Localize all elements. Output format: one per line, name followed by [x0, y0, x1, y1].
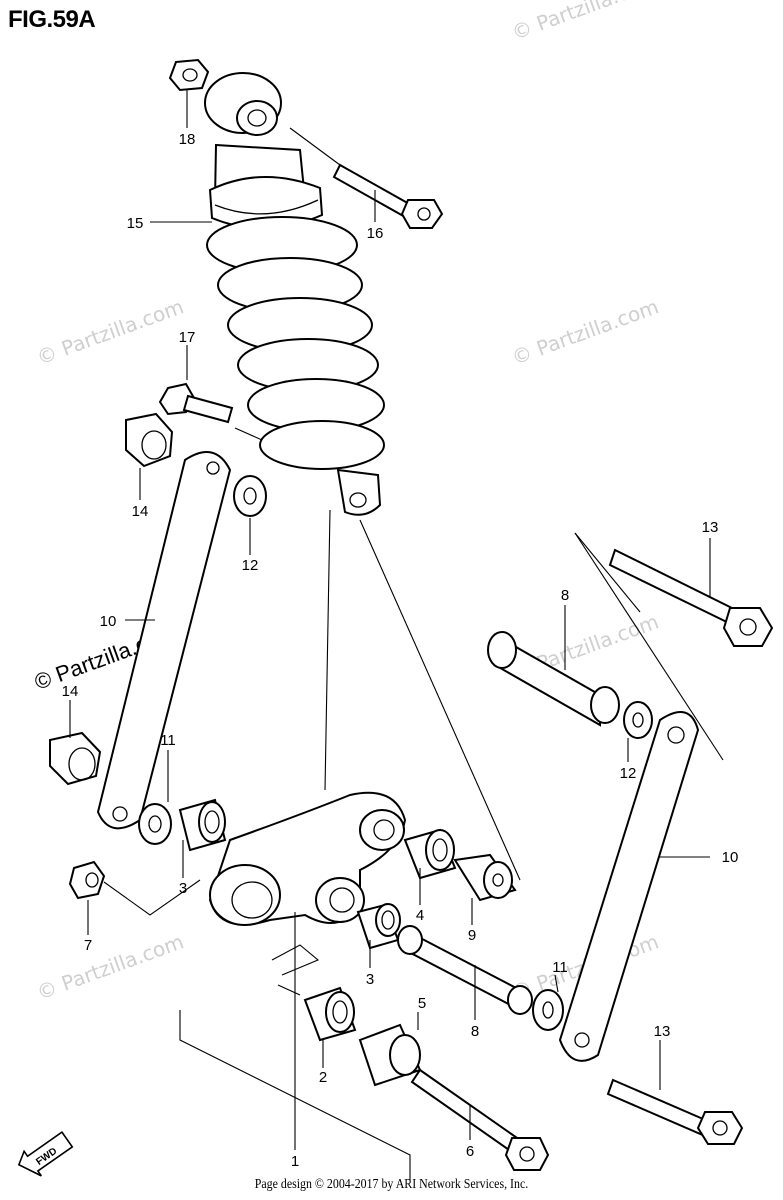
- callout-12-right[interactable]: 12: [620, 765, 637, 782]
- watermark: © Partzilla.com: [509, 294, 662, 369]
- nut-14-lower[interactable]: [49, 731, 102, 786]
- callout-13-upper[interactable]: 13: [702, 519, 719, 536]
- pipe-8-lower[interactable]: [397, 925, 533, 1015]
- bolt-6[interactable]: [410, 1068, 550, 1171]
- callout-18[interactable]: 18: [179, 131, 196, 148]
- callout-11-right[interactable]: 11: [552, 959, 568, 976]
- bolt-13-upper[interactable]: [608, 548, 774, 647]
- callout-1[interactable]: 1: [291, 1153, 299, 1170]
- watermark: © Partzilla.com: [509, 0, 662, 45]
- callout-8-lower[interactable]: 8: [471, 1023, 479, 1040]
- nut-14-upper[interactable]: [125, 412, 174, 468]
- bearing-4[interactable]: [403, 828, 457, 880]
- watermark: © Partzilla.com: [34, 929, 187, 1004]
- bolt-17[interactable]: [158, 382, 234, 424]
- callout-16[interactable]: 16: [367, 225, 384, 242]
- fwd-arrow-icon: FWD: [17, 1131, 74, 1177]
- page-footer: Page design © 2004-2017 by ARI Network S…: [254, 1177, 529, 1192]
- bolt-16[interactable]: [332, 163, 444, 229]
- callout-6[interactable]: 6: [466, 1143, 474, 1160]
- nut-18[interactable]: [168, 58, 210, 92]
- callout-2[interactable]: 2: [319, 1069, 327, 1086]
- callout-10-left[interactable]: 10: [100, 613, 117, 630]
- bolt-13-lower[interactable]: [606, 1078, 744, 1145]
- callout-12-left[interactable]: 12: [242, 557, 259, 574]
- callout-8-upper[interactable]: 8: [561, 587, 569, 604]
- assembly-lines: [103, 127, 724, 1180]
- callout-3-right[interactable]: 3: [366, 971, 374, 988]
- cushion-rod-10-right[interactable]: [558, 711, 700, 1062]
- shock-absorber[interactable]: [204, 72, 385, 516]
- watermark: © Partzilla.com: [34, 294, 187, 369]
- cushion-lever[interactable]: [208, 791, 407, 926]
- washer-12-upper[interactable]: [233, 475, 267, 517]
- callout-17[interactable]: 17: [179, 329, 196, 346]
- callout-9[interactable]: 9: [468, 927, 476, 944]
- callout-labels: 18 16 15 17 14 12 10 14 11 3 13 8 12 10 …: [62, 131, 739, 1170]
- callout-10-right[interactable]: 10: [722, 849, 739, 866]
- callout-11-left[interactable]: 11: [160, 732, 176, 749]
- bearing-3-right[interactable]: [356, 903, 401, 950]
- bolt-7[interactable]: [68, 860, 106, 900]
- callout-7[interactable]: 7: [84, 937, 92, 954]
- washer-11-right[interactable]: [532, 989, 564, 1031]
- callout-5[interactable]: 5: [418, 995, 426, 1012]
- spacer-9[interactable]: [453, 853, 517, 902]
- callout-14-lower[interactable]: 14: [62, 683, 79, 700]
- callout-13-lower[interactable]: 13: [654, 1023, 671, 1040]
- washer-12-lower[interactable]: [623, 701, 653, 739]
- callout-leaders: [69, 90, 711, 1150]
- figure-title: FIG.59A: [8, 6, 96, 33]
- pipe-8-upper[interactable]: [487, 631, 620, 727]
- callout-14-upper[interactable]: 14: [132, 503, 149, 520]
- callout-4[interactable]: 4: [416, 907, 424, 924]
- spacer-5[interactable]: [358, 1023, 422, 1087]
- bearing-3-left[interactable]: [178, 798, 227, 852]
- callout-3-left[interactable]: 3: [179, 880, 187, 897]
- bearing-2[interactable]: [303, 986, 357, 1042]
- callout-15[interactable]: 15: [127, 215, 144, 232]
- washer-11-left[interactable]: [138, 803, 172, 845]
- coil-spring: [206, 216, 385, 470]
